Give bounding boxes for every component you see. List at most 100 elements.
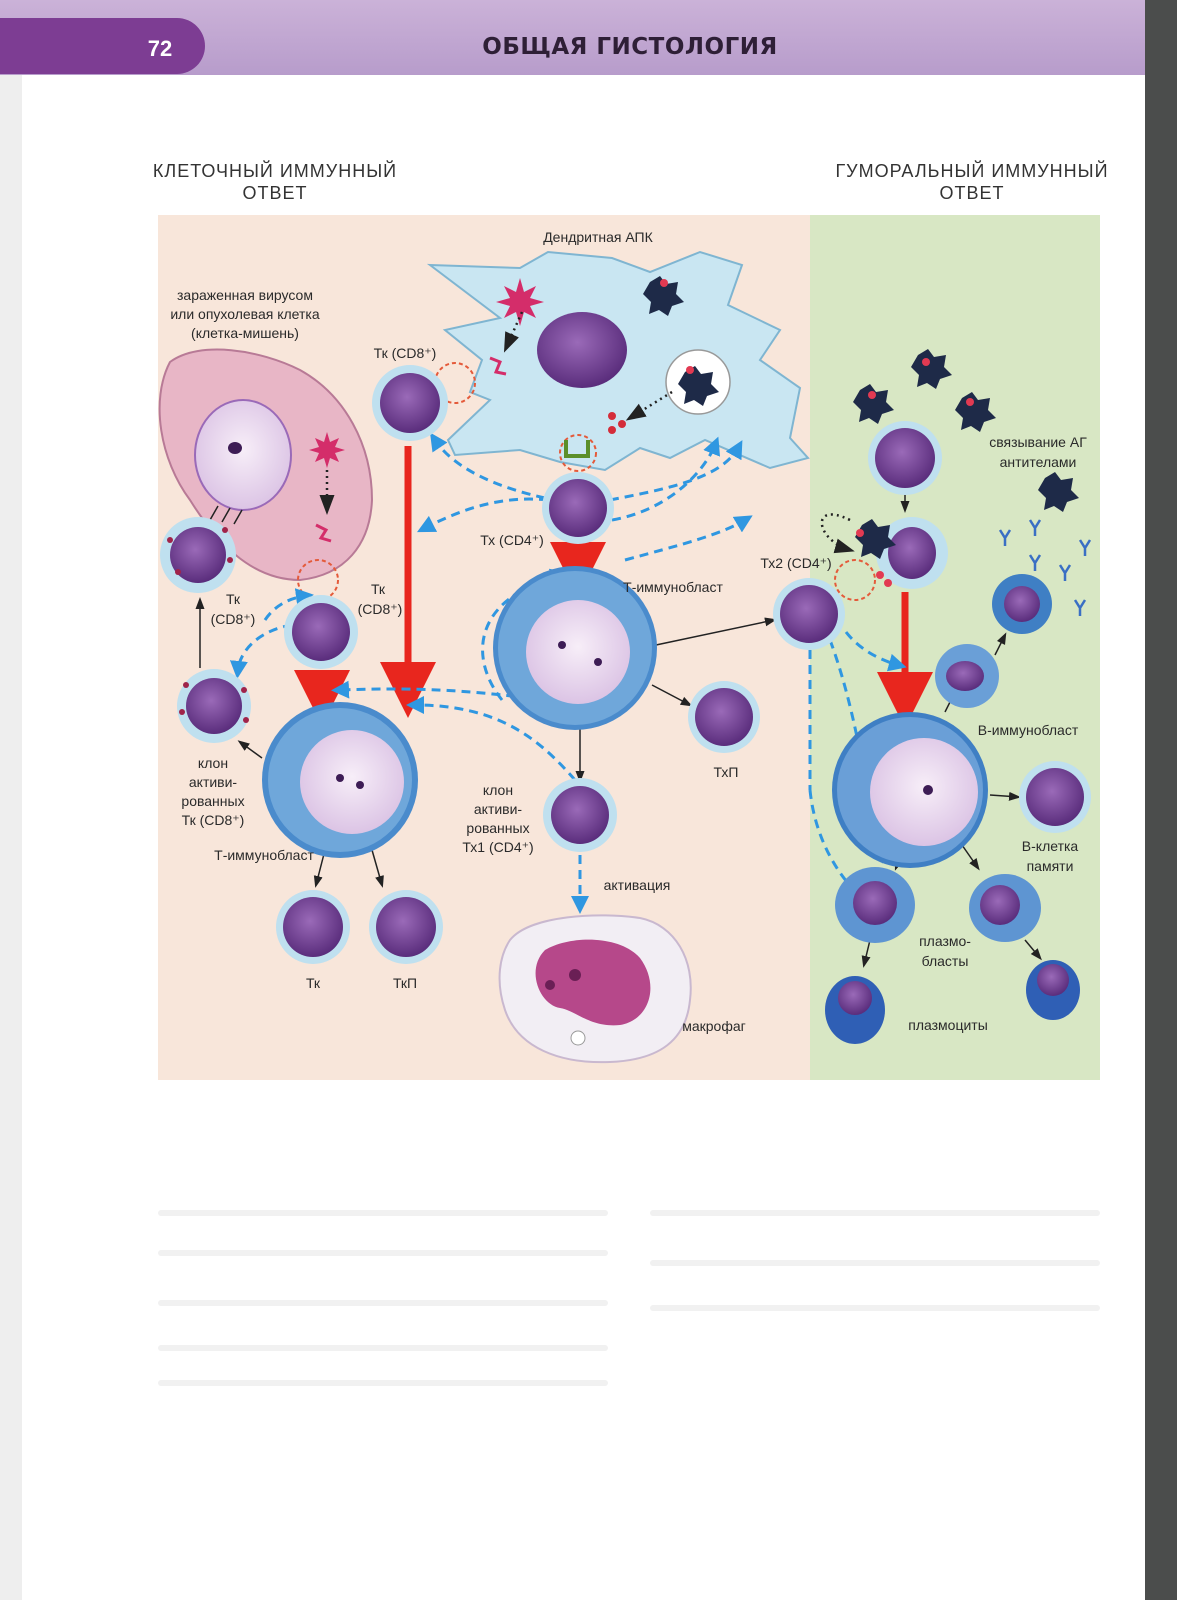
macrophage-label: макрофаг [682,1018,746,1034]
ghost-text-line [158,1250,608,1256]
humoral-response-title: ГУМОРАЛЬНЫЙ ИММУННЫЙ ОТВЕТ [830,160,1114,204]
virus-antigen-icon [496,278,544,326]
antigen-dots [660,279,974,587]
t-immunoblast-center [493,566,657,730]
tkp-label: ТкП [393,975,417,991]
differentiation-line [989,791,1021,801]
tx1-clone-label-line1: клон [483,782,513,798]
macrophage-nucleus [535,939,651,1026]
tk-cd8-mid-cell [284,595,358,669]
cytokine-signal-arrow [609,440,743,502]
tk-left-label-line1: Тк [226,591,241,607]
ghost-text-line [158,1210,608,1216]
b-naive-cell [868,421,942,495]
differentiation-line [371,849,384,888]
virus-antigen-icon [309,432,345,468]
page-title: ОБЩАЯ ГИСТОЛОГИЯ [482,34,778,60]
peptide-dot [608,412,616,420]
cytokine-signal-arrow [416,497,549,533]
page-gutter [0,75,22,1600]
antibody-icons [998,519,1092,616]
tk-mid-label-line1: Тк [371,581,386,597]
granule-dots [167,527,249,723]
antigen-icon [911,349,952,389]
plasmoblasts-label-line1: плазмо- [919,933,971,949]
cytokine-signal-arrow [263,588,314,621]
plasmoblast-cell [835,867,915,943]
tx-cd4-label: Тх (CD4⁺) [480,532,544,548]
plasmocyte-cell [1026,960,1080,1020]
b-memory-cell [1019,761,1091,833]
cellular-response-title: КЛЕТОЧНЫЙ ИММУННЫЙ ОТВЕТ [140,160,410,204]
processing-arrow [625,390,673,421]
antibody-binding-label-line2: антителами [1000,454,1077,470]
tk-left-label-line2: (CD8⁺) [211,611,256,627]
target-cell-label-line1: зараженная вирусом [177,287,313,303]
tx2-cd4-label: Тх2 (CD4⁺) [760,555,831,571]
ghost-text-line [650,1210,1100,1216]
activated-tx1-clone-cell [543,778,617,852]
ghost-text-line [650,1260,1100,1266]
cytokine-signal-arrow [808,789,873,906]
antigen-icon [853,384,894,424]
antigen-antibody-complex-icon [1038,472,1079,512]
t-immunoblast-left-label: Т-иммунобласт [214,847,314,863]
peptide-fragment [489,356,507,376]
target-cell-nucleus [194,399,292,511]
mhc2-synapse-highlight [559,434,597,472]
cytokine-signal-arrow [430,432,546,500]
antigen-capture-arrow [820,513,855,554]
antigen-icon [955,392,996,432]
txp-label: ТхП [714,764,739,780]
antigen-icon [855,519,896,559]
tk-cd8-top-cell [372,365,448,441]
cytokine-signal-arrow [844,631,907,672]
ghost-text-line [650,1305,1100,1311]
tk-clone-label-line2: активи- [189,774,238,790]
antigen-in-phagosome-icon [678,366,719,406]
mhc1-synapse-highlight [434,362,476,404]
plasmocytes-label: плазмоциты [908,1017,988,1033]
b-immunoblast [832,712,988,868]
activation-label: активация [604,877,671,893]
peptide-fragment [315,523,332,543]
peptide-dot [618,420,626,428]
dendritic-cell-nucleus [537,312,627,388]
tk-mid-label-line2: (CD8⁺) [358,601,403,617]
b-small-activated-cell [935,644,999,708]
ghost-text-line [158,1345,608,1351]
b-small-activated-cell-2 [992,574,1052,634]
tx1-clone-label-line4: Тх1 (CD4⁺) [462,839,533,855]
tx-cd4-cell [542,472,614,544]
cytokine-signal-arrow [229,623,293,679]
peptide-dot [608,426,616,434]
target-cell-label-line2: или опухолевая клетка [170,306,319,322]
perforin-arrows-icon [209,505,243,525]
antibody-binding-label-line1: связывание АГ [989,434,1087,450]
ghost-text-line [158,1380,608,1386]
plasmoblasts-label-line2: бласты [922,953,969,969]
b-memory-label-line2: памяти [1027,858,1074,874]
differentiation-line [994,632,1007,656]
humoral-title-line1: ГУМОРАЛЬНЫЙ ИММУННЫЙ [835,161,1109,181]
tk-clone-label-line1: клон [198,755,228,771]
antigen-icon [643,276,684,316]
differentiation-line [655,617,777,646]
dendritic-apc-label: Дендритная АПК [543,229,653,245]
differentiation-line [237,740,263,759]
target-cell-label-line3: (клетка-мишень) [191,325,299,341]
ghost-text-line [158,1300,608,1306]
differentiation-line [1024,939,1042,961]
differentiation-line [861,939,871,968]
tx2-cd4-cell [773,578,845,650]
tk-cd8-top-label: Тк (CD8⁺) [374,345,437,361]
tkp-memory-cell [369,890,443,964]
target-cell-nucleolus [228,442,242,454]
tx1-clone-label-line3: рованных [466,820,529,836]
activated-tk-clone-cell [177,669,251,743]
processing-arrow [503,311,524,353]
plasmocyte-cell [825,976,885,1044]
humoral-title-line2: ОТВЕТ [939,183,1005,203]
tk-effector-cell [276,890,350,964]
txp-cell [688,681,760,753]
